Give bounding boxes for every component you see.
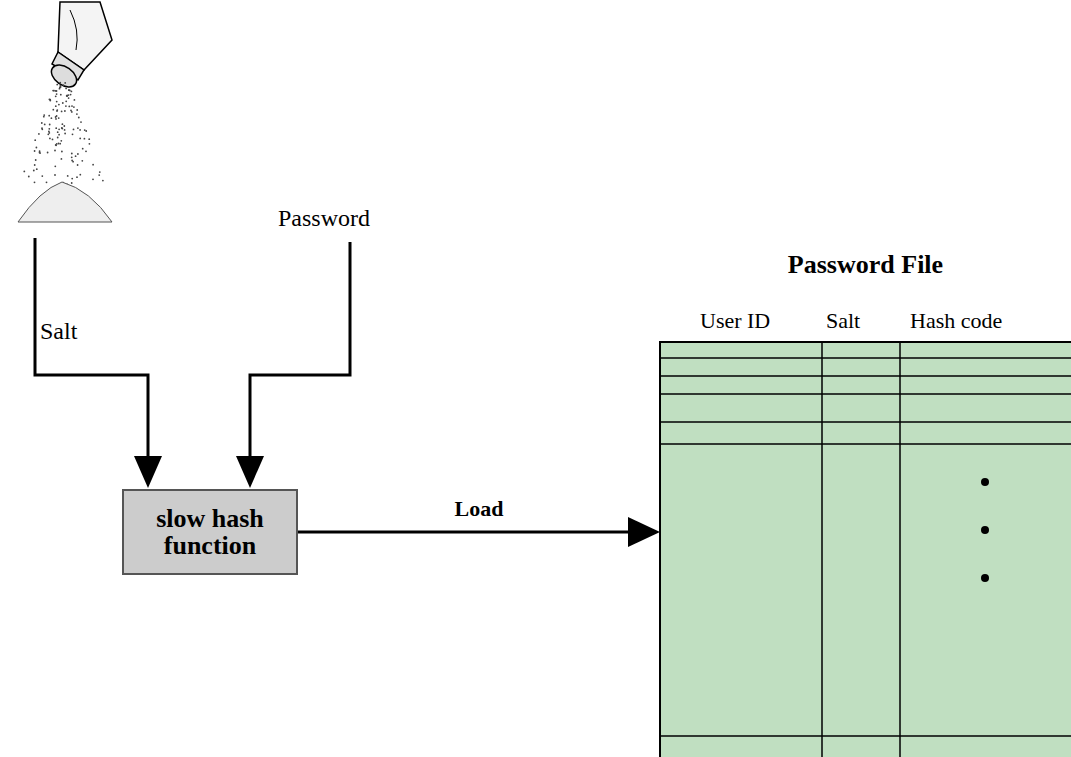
table-title: Password File xyxy=(660,250,1071,280)
column-header: Hash code xyxy=(910,308,1002,334)
arrow-head xyxy=(628,517,660,547)
wire-label: Salt xyxy=(40,318,77,345)
password-table xyxy=(660,342,1071,757)
box-label: slow hash function xyxy=(135,505,285,560)
wire-label: Password xyxy=(278,205,370,232)
arrow-head xyxy=(236,456,264,488)
connector-arrow xyxy=(298,517,660,547)
salt-pile xyxy=(18,182,112,222)
password-wire xyxy=(250,242,350,458)
edge-label: Load xyxy=(455,496,504,522)
password-file: Password FileUser ID Salt Hash code xyxy=(660,248,1071,757)
arrow-head xyxy=(134,456,162,488)
column-header: Salt xyxy=(826,308,860,334)
salt-shaker xyxy=(47,2,112,91)
salt-wire xyxy=(35,238,148,458)
salt-grains xyxy=(23,82,103,185)
process-box: slow hash function xyxy=(122,489,298,575)
column-header: User ID xyxy=(700,308,770,334)
